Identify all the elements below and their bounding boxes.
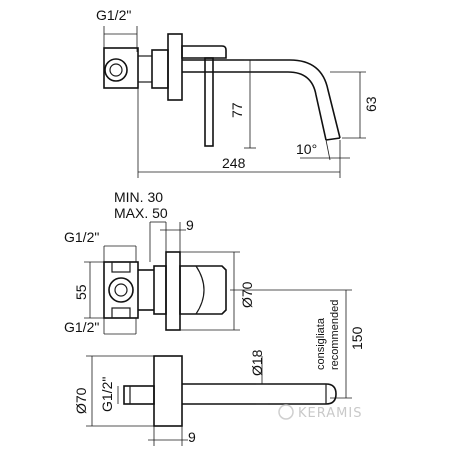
label-dim-9-mid: 9	[186, 217, 194, 233]
spout-outer	[182, 59, 341, 139]
label-top-g-thread: G1/2"	[96, 7, 131, 23]
watermark-logo-icon	[278, 404, 294, 420]
inlet-inner-circle	[109, 63, 123, 77]
lever	[204, 57, 214, 147]
side-view: G1/2" 77 63 10°	[96, 7, 379, 178]
label-mid-g-bottom: G1/2"	[64, 319, 99, 335]
recommended-dimension: consigliata recommended 150	[230, 289, 365, 399]
body-view: MIN. 30 MAX. 50 9 G1/2" 55	[64, 189, 255, 335]
label-dia-70-bot: Ø70	[73, 387, 89, 414]
label-dim-63: 63	[363, 96, 379, 112]
label-dim-9-bot: 9	[188, 429, 196, 445]
label-mid-g-top: G1/2"	[64, 229, 99, 245]
watermark-text: KERAMIS	[298, 406, 362, 421]
label-angle-10: 10°	[296, 141, 317, 157]
label-recommended: recommended	[329, 300, 341, 370]
valve-cartridge	[151, 49, 169, 89]
spout-outlet	[325, 137, 341, 141]
handle-profile	[179, 265, 227, 315]
label-consigliata: consigliata	[315, 317, 327, 370]
label-dim-248: 248	[222, 155, 246, 171]
label-min: MIN. 30	[114, 189, 163, 205]
wall-plate	[167, 33, 183, 101]
label-dim-55: 55	[73, 284, 89, 300]
inlet-circle	[104, 58, 128, 82]
spout-inner	[182, 71, 327, 141]
watermark: KERAMIS	[278, 404, 362, 421]
wall-plate-plan	[153, 355, 183, 427]
label-dim-150: 150	[349, 326, 365, 350]
plan-view: Ø18 Ø70 G1/2" 9	[73, 349, 337, 446]
valve-body	[103, 47, 139, 89]
label-dim-77: 77	[229, 102, 245, 118]
label-max: MAX. 50	[114, 205, 168, 221]
label-bot-g-thread: G1/2"	[99, 377, 115, 412]
body-port-circle	[108, 277, 134, 303]
wall-plate-mid	[165, 251, 181, 331]
spout-plan	[182, 383, 337, 405]
label-dia-18: Ø18	[249, 349, 265, 376]
label-dia-70-mid: Ø70	[239, 281, 255, 308]
handle-body	[181, 45, 227, 59]
